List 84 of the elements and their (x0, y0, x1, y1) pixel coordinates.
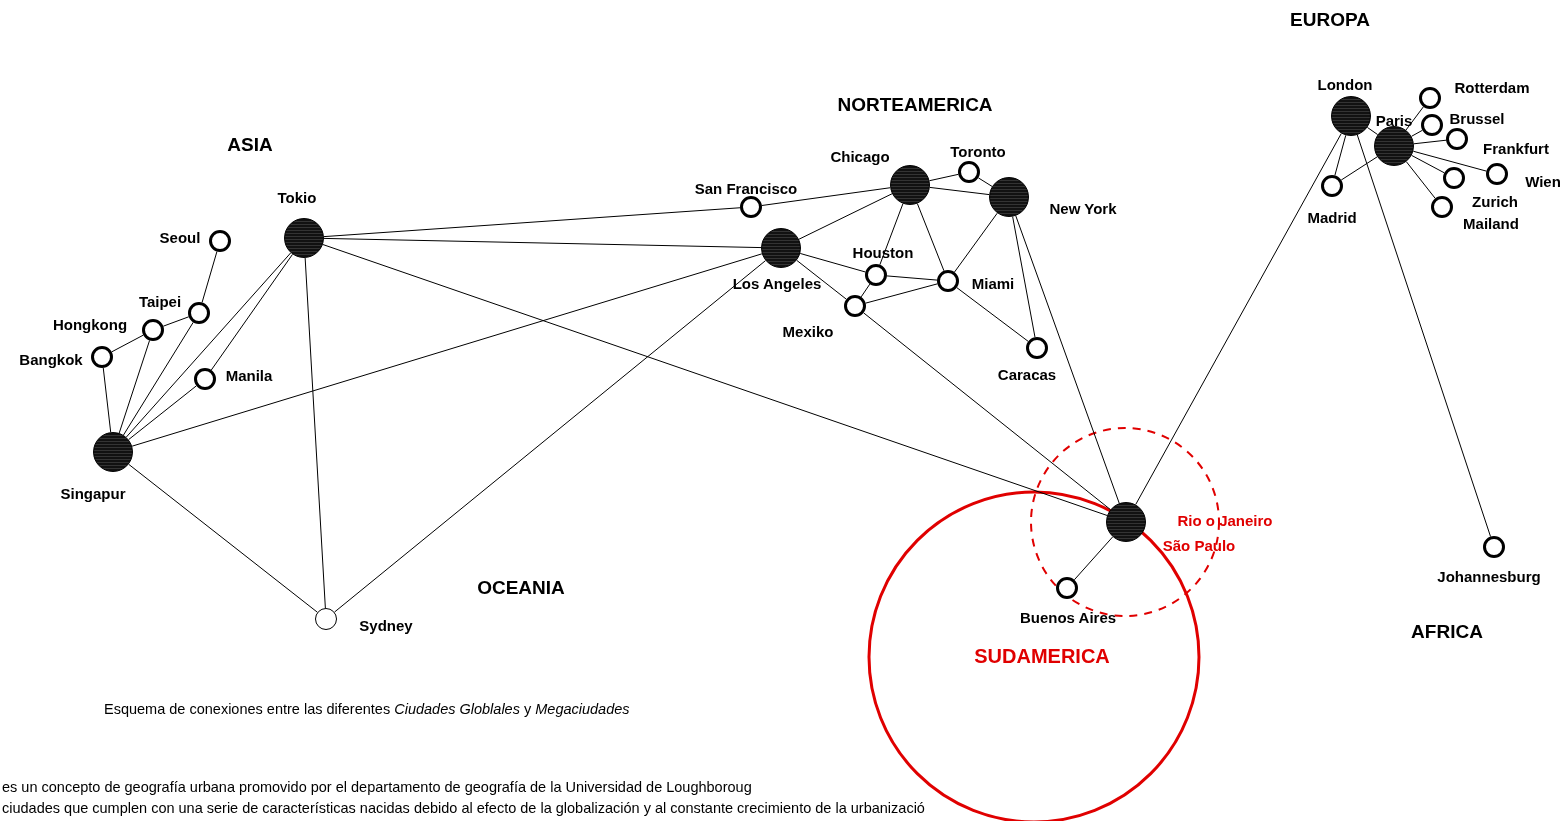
connection-line (1412, 150, 1487, 172)
connection-line (131, 253, 763, 447)
connection-line (128, 385, 197, 441)
region-label: SUDAMERICA (974, 644, 1110, 668)
connection-line (1015, 215, 1120, 504)
connection-line (863, 312, 1111, 511)
note-text: ciudades que cumplen con una serie de características nacidas debido al efecto de la globalización y al constante crecimiento de la urbanizació (2, 800, 925, 816)
city-label: Caracas (997, 365, 1057, 383)
city-label: Sydney (359, 616, 413, 634)
connection-line (201, 251, 218, 303)
connection-line (210, 253, 293, 371)
city-label: Chicago (830, 147, 890, 165)
connection-line (162, 316, 190, 327)
city-label: Zurich (1472, 192, 1518, 210)
connection-line (125, 252, 292, 438)
connection-line (128, 463, 318, 613)
connection-line (102, 367, 112, 433)
connection-line (929, 173, 959, 182)
city-label: Taipei (138, 292, 182, 310)
connection-line (1366, 126, 1379, 136)
connection-line (1413, 139, 1447, 145)
connection-line (929, 186, 990, 196)
city-label: San Francisco (694, 179, 798, 197)
city-label: London (1317, 75, 1373, 93)
connection-line (1411, 129, 1423, 137)
city-label: Hongkong (52, 315, 128, 333)
region-label: EUROPA (1290, 9, 1370, 31)
connection-line (956, 287, 1029, 342)
city-label: Frankfurt (1483, 139, 1549, 157)
connection-line (1340, 156, 1378, 181)
city-label: Bangkok (19, 350, 83, 368)
connection-line (1405, 106, 1424, 131)
connection-line (796, 259, 847, 300)
connection-line (304, 257, 326, 609)
connection-line (111, 334, 144, 353)
city-label: Miami (971, 274, 1015, 292)
connection-line (886, 275, 938, 281)
region-label: AFRICA (1411, 621, 1483, 643)
city-label: São Paulo (1162, 536, 1236, 554)
connection-line (1356, 134, 1492, 538)
connection-line (1012, 216, 1036, 338)
connection-line (865, 283, 938, 304)
connection-line (798, 193, 893, 240)
city-label: Brussel (1449, 109, 1505, 127)
connection-line (761, 187, 891, 206)
city-label: Mailand (1463, 214, 1519, 232)
city-label: Los Angeles (732, 274, 822, 292)
city-label: Buenos Aires (1019, 608, 1117, 626)
city-label: Tokio (277, 188, 317, 206)
connection-line (916, 203, 945, 272)
connection-line (118, 339, 151, 434)
connection-line (123, 321, 194, 436)
connection-line (322, 244, 1108, 516)
city-label: Johannesburg (1437, 567, 1541, 585)
connection-line (323, 207, 741, 238)
connection-line (323, 237, 762, 249)
city-label: Wien (1525, 172, 1561, 190)
city-label: Singapur (60, 484, 126, 502)
city-label: Paris (1375, 111, 1413, 129)
connection-line (1405, 161, 1436, 199)
city-label: Rotterdam (1454, 78, 1530, 96)
connection-line (953, 212, 998, 273)
city-label: Madrid (1307, 208, 1357, 226)
city-label: Houston (852, 243, 914, 261)
connection-line (1073, 536, 1114, 581)
region-label: ASIA (227, 134, 273, 156)
connection-line (799, 252, 866, 273)
city-label: Rio o Janeiro (1177, 511, 1273, 529)
region-label: OCEANIA (477, 577, 565, 599)
connection-line (860, 283, 871, 298)
connection-line (1411, 154, 1445, 174)
city-label: New York (1049, 199, 1117, 217)
city-label: Manila (225, 366, 273, 384)
note-text: es un concepto de geografía urbana promovido por el departamento de geografía de la Universidad de Loughboroug (2, 779, 752, 795)
caption: Esquema de conexiones entre las diferentes Ciudades Globlales y Megaciudades (104, 701, 630, 717)
city-label: Mexiko (782, 322, 834, 340)
city-label: Toronto (950, 142, 1006, 160)
connection-line (977, 177, 993, 187)
city-label: Seoul (159, 228, 201, 246)
connection-line (879, 203, 904, 266)
connection-line (1334, 134, 1347, 176)
connection-line (334, 260, 766, 613)
connection-line (1135, 133, 1342, 505)
region-label: NORTEAMERICA (837, 94, 993, 116)
